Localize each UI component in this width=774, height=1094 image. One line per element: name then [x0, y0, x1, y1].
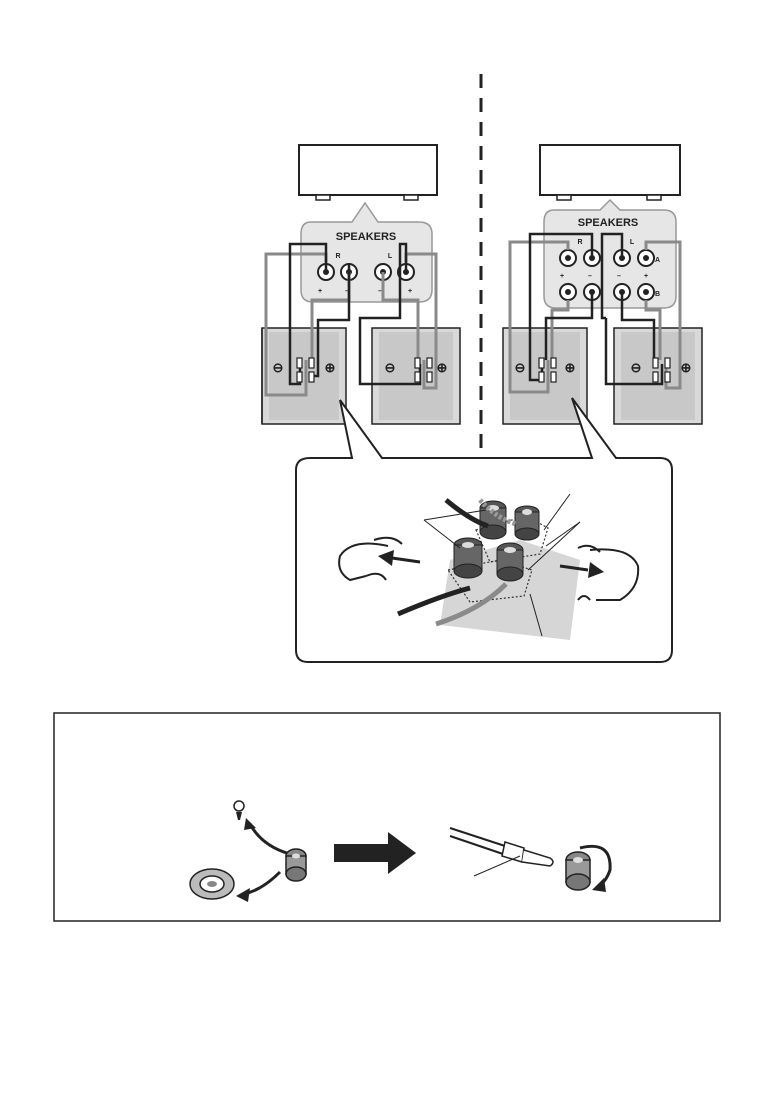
left-amplifier: [298, 144, 438, 196]
grey-speaker-wire: [508, 240, 682, 394]
note-box: [53, 712, 721, 922]
right-arrow-icon: [559, 562, 604, 578]
black-cable: [397, 585, 471, 617]
binding-post-icon: [514, 505, 540, 541]
output-a-label: A: [655, 257, 660, 264]
polarity-label: +: [408, 288, 412, 295]
output-b-label: B: [655, 291, 660, 298]
polarity-label: +: [644, 273, 648, 280]
jumper-bar-icon: [338, 536, 403, 582]
polarity-label: –: [378, 288, 382, 295]
left-channel-l: L: [388, 253, 393, 260]
polarity-label: +: [560, 273, 564, 280]
right-amplifier: [539, 144, 681, 196]
left-channel-r: R: [335, 253, 340, 260]
plus-terminal-icon: ⊕: [437, 360, 448, 375]
minus-terminal-icon: ⊖: [515, 360, 526, 375]
minus-terminal-icon: ⊖: [273, 360, 284, 375]
terminal-detail-callout: [295, 397, 673, 663]
left-arrow-icon: [378, 550, 421, 566]
banana-plug-icon: [449, 827, 554, 877]
right-speakers-label: SPEAKERS: [578, 217, 639, 229]
minus-terminal-icon: ⊖: [631, 360, 642, 375]
right-panel: SPEAKERS R L A B + – – +: [502, 144, 703, 425]
right-speaker-r: [502, 327, 588, 425]
binding-post-icon: [496, 542, 524, 582]
grey-cable: [435, 582, 508, 627]
left-panel: SPEAKERS R L + – – + ⊖ ⊕ ⊖ ⊕: [261, 144, 461, 425]
cap-icon: [189, 868, 235, 900]
right-channel-r: R: [577, 239, 582, 246]
left-speakers-label: SPEAKERS: [336, 231, 397, 243]
right-terminal-panel: [543, 198, 677, 309]
plus-terminal-icon: ⊕: [325, 360, 336, 375]
cap-icon: [233, 800, 245, 820]
terminal-knob-icon: [565, 851, 591, 891]
polarity-label: +: [318, 288, 322, 295]
right-arrow-icon: [334, 832, 416, 874]
plus-terminal-icon: ⊕: [565, 360, 576, 375]
polarity-label: –: [617, 273, 621, 280]
polarity-label: –: [345, 288, 349, 295]
terminal-knob-icon: [285, 848, 307, 882]
polarity-label: –: [588, 273, 592, 280]
binding-post-icon: [453, 537, 483, 579]
left-speaker-r: [261, 327, 347, 425]
striped-cable: [478, 498, 517, 527]
black-cable: [444, 498, 489, 529]
right-channel-l: L: [630, 239, 635, 246]
minus-terminal-icon: ⊖: [385, 360, 396, 375]
plus-terminal-icon: ⊕: [681, 360, 692, 375]
jumper-bar-icon: [577, 544, 640, 601]
